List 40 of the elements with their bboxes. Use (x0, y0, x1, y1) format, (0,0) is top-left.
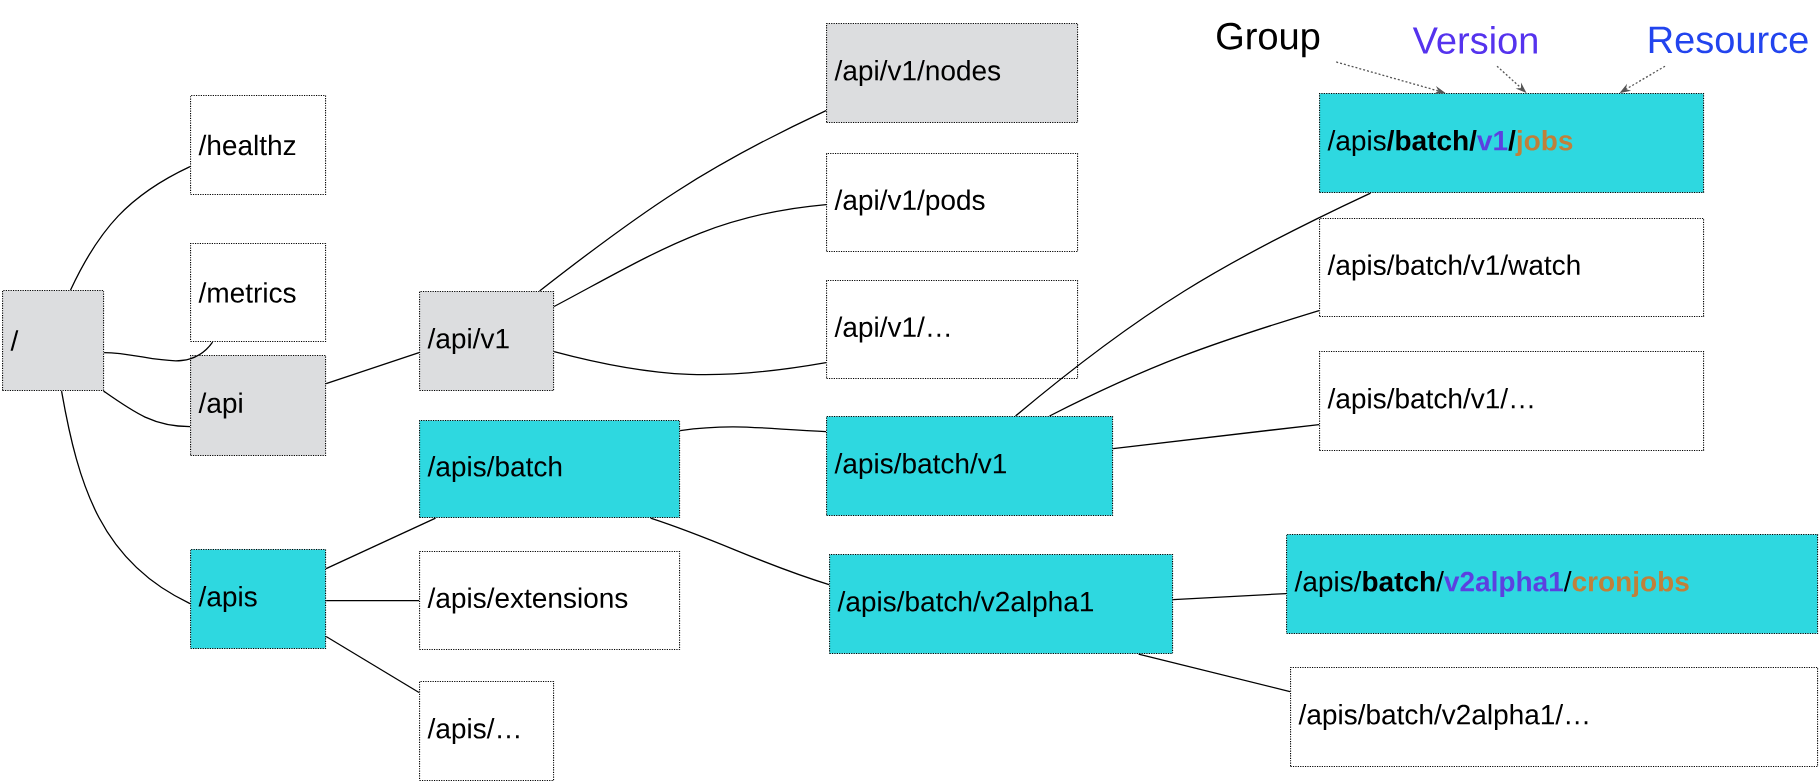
connector-line (649, 517, 830, 586)
part-label: Version (1412, 26, 1537, 54)
path-box: /apis/batch/v1/… (1319, 351, 1705, 452)
path-box: /apis (190, 549, 327, 650)
connector-line (1172, 592, 1287, 601)
path-box: /api (190, 355, 327, 457)
path-box: /apis/batch/v2alpha1/cronjobs (1286, 534, 1819, 635)
path-box: /api/v1/… (826, 280, 1079, 380)
path-box: /apis/batch/v2alpha1 (829, 554, 1174, 655)
path-box: /healthz (190, 95, 327, 196)
connector-line (103, 341, 214, 362)
path-box: / (2, 290, 105, 392)
connector-line (60, 390, 191, 605)
path-box: /apis/batch (419, 420, 681, 519)
path-box: /apis/… (419, 681, 555, 782)
connector-line (69, 165, 191, 291)
path-box: /api/v1 (419, 291, 555, 392)
path-box: /apis/batch/v1 (826, 416, 1114, 517)
path-box: /api/v1/nodes (826, 23, 1079, 124)
path-box: /apis/extensions (419, 551, 681, 651)
connector-line (553, 350, 827, 376)
connector-line (1014, 192, 1372, 417)
connector-line (1112, 423, 1320, 450)
path-box: /metrics (190, 243, 327, 343)
part-label: Resource (1649, 26, 1808, 54)
path-box: /apis/batch/v2alpha1/… (1290, 667, 1819, 768)
connector-line (538, 109, 827, 292)
connector-line (102, 390, 191, 428)
connector-line (325, 635, 420, 694)
path-box: /apis/batch/v1/jobs (1319, 93, 1705, 194)
path-box: /apis/batch/v1/watch (1319, 218, 1705, 318)
connector-line (1048, 309, 1320, 417)
connector-line (325, 517, 437, 570)
connector-line (1137, 653, 1291, 693)
connector-line (553, 203, 827, 308)
connector-line (325, 351, 420, 385)
path-box: /api/v1/pods (826, 153, 1079, 253)
part-label: Group (1217, 22, 1320, 58)
connector-line (325, 599, 420, 602)
connector-line (679, 426, 827, 433)
